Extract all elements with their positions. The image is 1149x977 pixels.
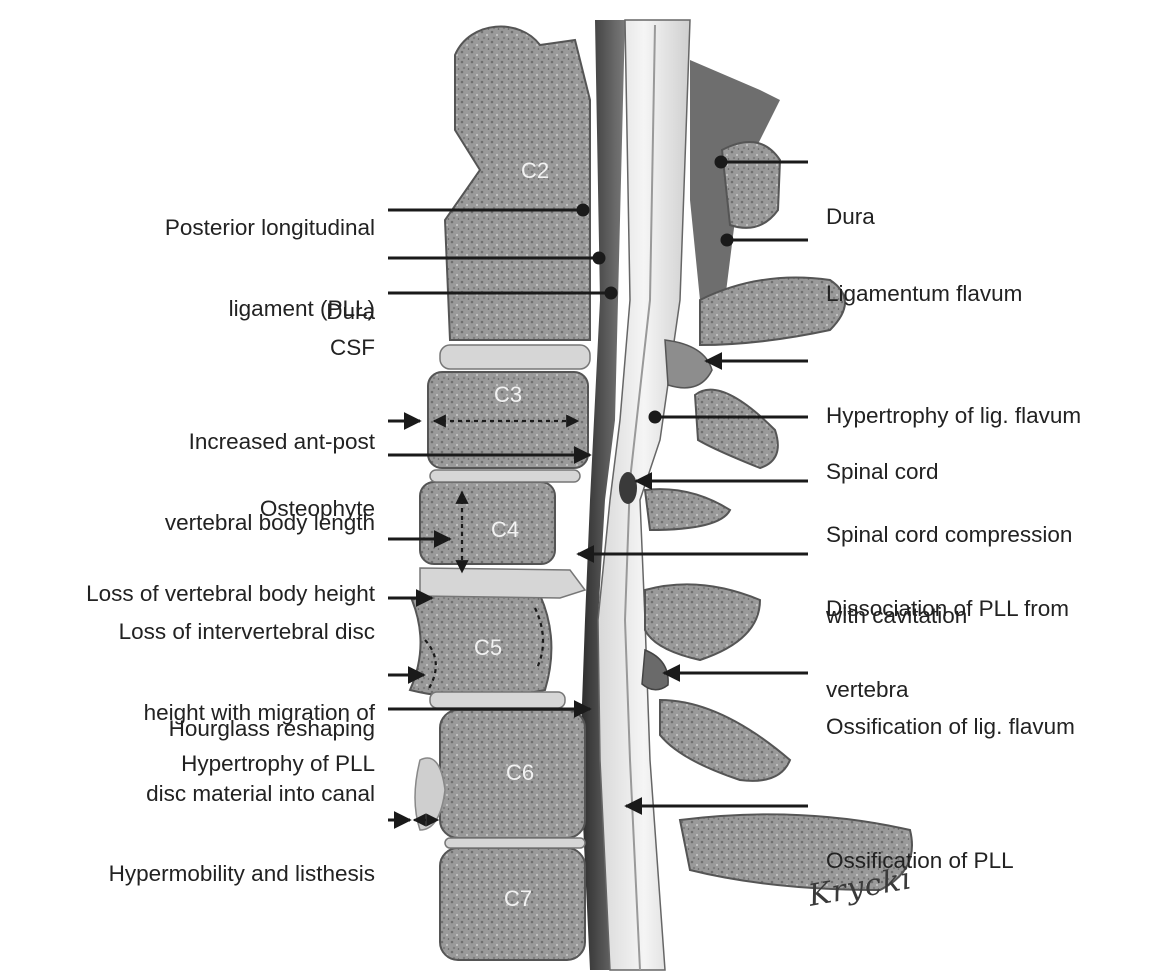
label-csf-line-1: CSF — [330, 334, 375, 361]
vertebra-label-c7: C7 — [504, 886, 532, 911]
label-ossification-pll: Ossification of PLL — [826, 793, 1014, 928]
disc-c6-c7 — [445, 838, 585, 848]
label-pll-line-1: Posterior longitudinal — [165, 214, 375, 241]
label-ossification-lig-flavum-line-1: Ossification of lig. flavum — [826, 713, 1075, 740]
disc-c3-c4 — [430, 470, 580, 482]
label-hypermobility-line-1: Hypermobility and listhesis — [109, 860, 375, 887]
disc-c2-c3 — [440, 345, 590, 369]
vertebra-label-c6: C6 — [506, 760, 534, 785]
vertebra-label-c3: C3 — [494, 382, 522, 407]
label-dissociation-pll-line-1: Dissociation of PLL from — [826, 595, 1069, 622]
ligamentum-flavum-ossification — [642, 650, 668, 690]
label-hypertrophy-pll-line-1: Hypertrophy of PLL — [181, 750, 375, 777]
ligamentum-flavum-hypertrophy — [665, 340, 712, 388]
leader-ligamentum-flavum-dot — [722, 235, 732, 245]
lamina-c3 — [695, 390, 778, 468]
label-loss-disc-height-line-1: Loss of intervertebral disc — [119, 618, 375, 645]
label-ligamentum-flavum-line-1: Ligamentum flavum — [826, 280, 1022, 307]
lamina-c6 — [660, 700, 790, 781]
leader-csf-dot — [606, 288, 616, 298]
label-osteophyte-line-1: Osteophyte — [260, 495, 375, 522]
vertebra-c4 — [420, 482, 555, 564]
lamina-c1 — [722, 142, 780, 228]
leader-dura-anterior-dot — [594, 253, 604, 263]
label-hypermobility: Hypermobility and listhesis — [109, 806, 375, 941]
leader-dura-posterior-dot — [716, 157, 726, 167]
label-ligamentum-flavum: Ligamentum flavum — [826, 226, 1022, 361]
lamina-c5 — [645, 584, 760, 660]
vertebra-label-c5: C5 — [474, 635, 502, 660]
cord-cavitation — [619, 472, 637, 504]
label-ossification-lig-flavum: Ossification of lig. flavum — [826, 659, 1075, 794]
disc-c4-c5 — [420, 568, 585, 598]
disc-c5-c6 — [430, 692, 565, 708]
vertebra-label-c4: C4 — [491, 517, 519, 542]
leader-pll-dot — [578, 205, 588, 215]
vertebra-label-c2: C2 — [521, 158, 549, 183]
leader-spinal-cord-dot — [650, 412, 660, 422]
lamina-c4 — [645, 489, 730, 530]
